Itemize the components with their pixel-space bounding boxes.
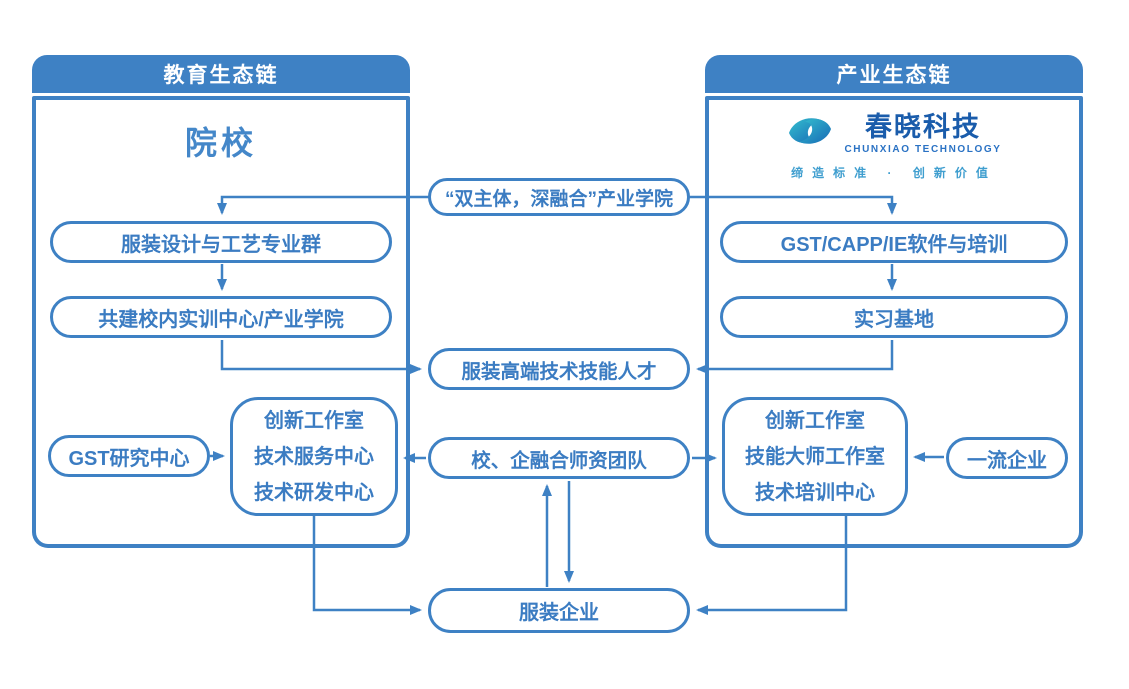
logo-vortex-eye-icon	[786, 113, 834, 154]
company-logo: 春晓科技 CHUNXIAO TECHNOLOGY 缔造标准 · 创新价值	[705, 112, 1083, 181]
node-right-innovation-centers: 创新工作室 技能大师工作室 技术培训中心	[722, 397, 908, 516]
arrow-topbox-to-left-box1	[217, 195, 430, 215]
node-gst-research-center: GST研究中心	[48, 435, 210, 477]
logo-company-name: 春晓科技	[864, 112, 981, 142]
left-tribox-line2: 技术服务中心	[254, 445, 374, 468]
node-first-class-enterprise: 一流企业	[946, 437, 1068, 479]
node-dual-subject-industry-college: “双主体，深融合”产业学院	[428, 178, 690, 216]
arrow-left-box2-to-talent	[220, 340, 422, 374]
node-left-innovation-centers: 创新工作室 技术服务中心 技术研发中心	[230, 397, 398, 516]
education-chain-header: 教育生态链	[32, 55, 410, 93]
arrow-left-tribox-to-enterprise	[312, 516, 422, 615]
logo-company-name-en: CHUNXIAO TECHNOLOGY	[844, 144, 1002, 155]
node-fashion-design-group: 服装设计与工艺专业群	[50, 221, 392, 263]
industry-chain-header: 产业生态链	[705, 55, 1083, 93]
arrow-topbox-to-right-box1	[688, 195, 897, 215]
left-tribox-line1: 创新工作室	[264, 409, 364, 432]
node-campus-training-center: 共建校内实训中心/产业学院	[50, 296, 392, 338]
left-tribox-line3: 技术研发中心	[254, 481, 374, 504]
node-gst-capp-ie-software-training: GST/CAPP/IE软件与培训	[720, 221, 1068, 263]
right-tribox-line1: 创新工作室	[765, 409, 865, 432]
node-highend-talent: 服装高端技术技能人才	[428, 348, 690, 390]
college-title: 院校	[184, 125, 257, 161]
node-school-enterprise-teacher-team: 校、企融合师资团队	[428, 437, 690, 479]
right-tribox-line3: 技术培训中心	[755, 481, 875, 504]
node-internship-base: 实习基地	[720, 296, 1068, 338]
node-fashion-enterprise: 服装企业	[428, 588, 690, 633]
logo-tagline: 缔造标准 · 创新价值	[791, 166, 997, 180]
right-tribox-line2: 技能大师工作室	[745, 445, 885, 468]
arrow-right-tribox-to-enterprise	[696, 516, 848, 615]
arrow-right-box2-to-talent	[696, 340, 894, 374]
